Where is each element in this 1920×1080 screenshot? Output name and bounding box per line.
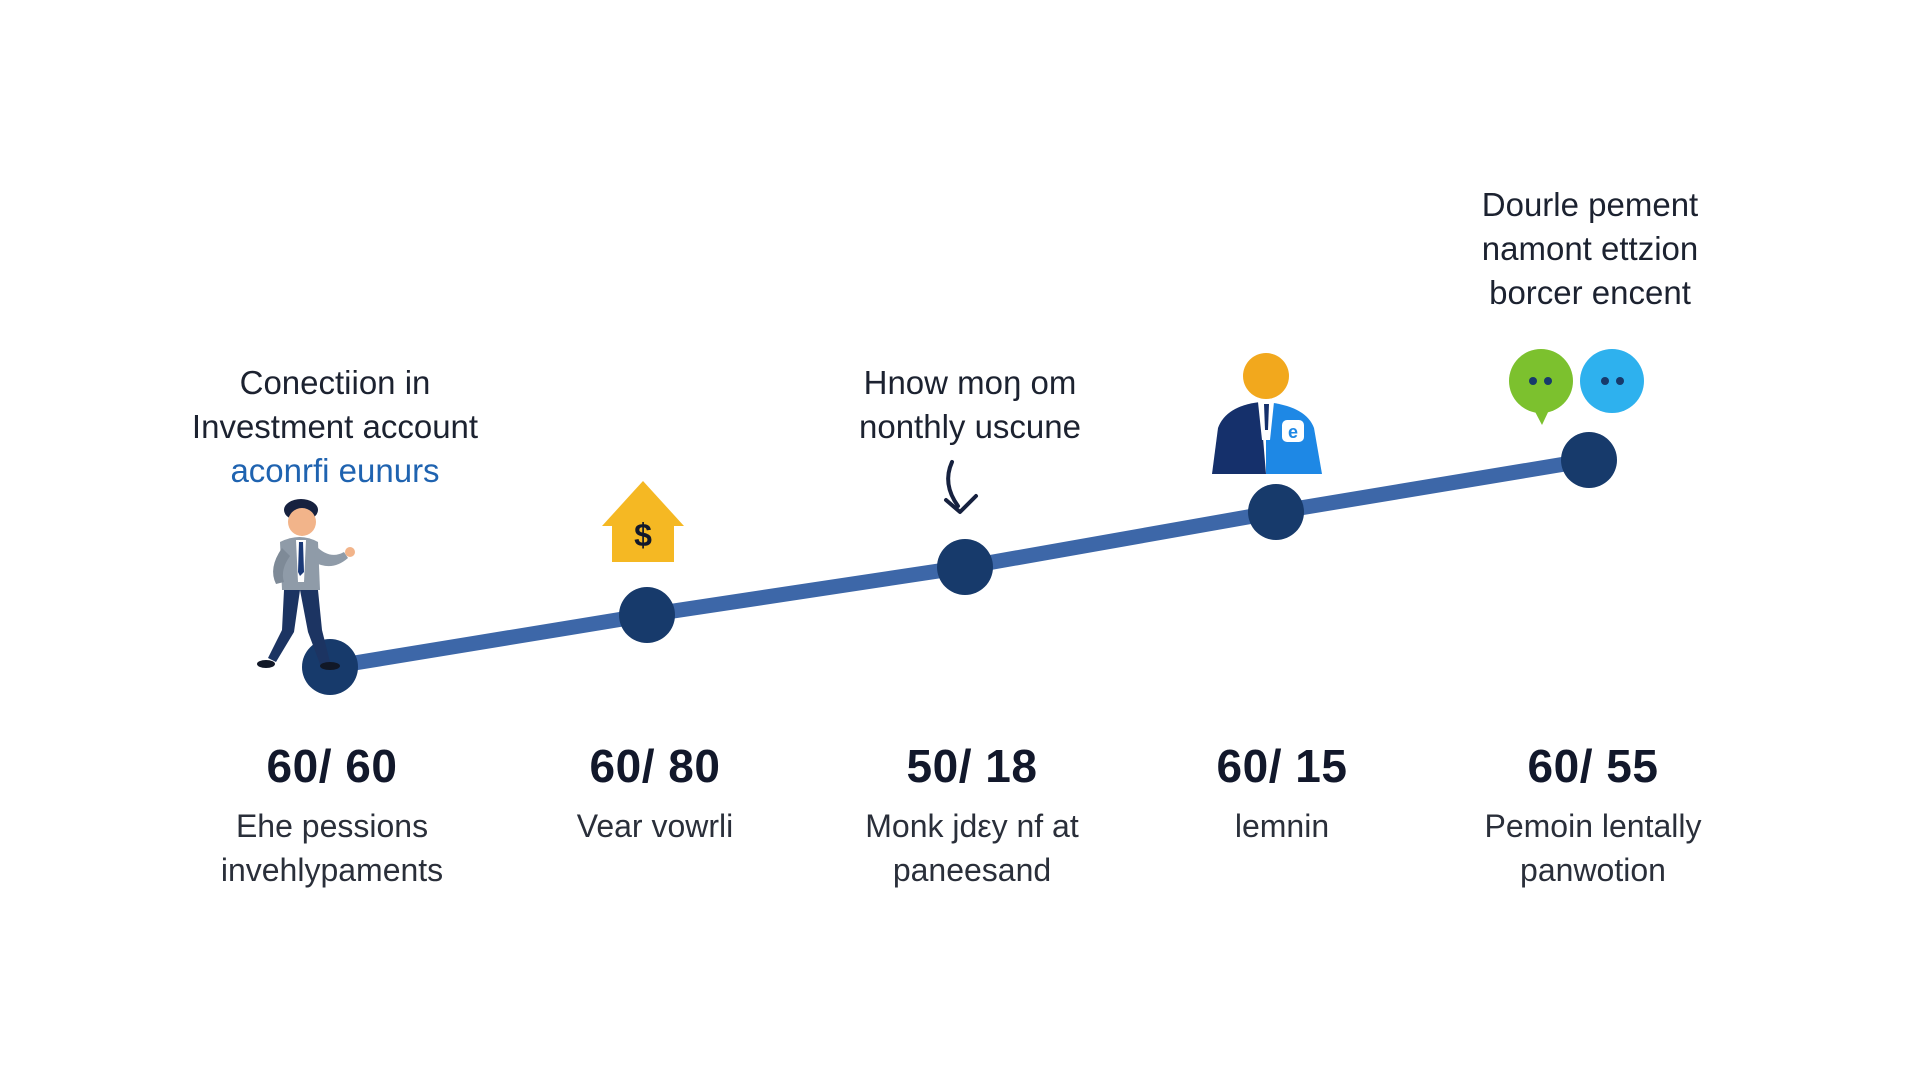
milestone-label-line-2: panwotion xyxy=(1520,852,1666,888)
timeline-node-4 xyxy=(1248,484,1304,540)
caption-1-line-2: Investment account xyxy=(191,408,479,445)
milestone-label-line-2: paneesand xyxy=(892,852,1052,888)
caption-monthly: Hnow moŋ om nonthly uscune xyxy=(800,361,1140,449)
caption-1-line-1: Conectiion in xyxy=(239,364,431,401)
svg-text:$: $ xyxy=(634,517,652,553)
milestone-value: 50/ 18 xyxy=(906,740,1038,792)
caption-5-line-1: Dourle pement xyxy=(1481,186,1699,223)
milestone-1: 60/ 60 Ehe pessions invehlypaments xyxy=(172,738,492,892)
curved-arrow-down-icon xyxy=(944,460,978,514)
milestone-3: 50/ 18 Monk jdεy nf at paneesand xyxy=(812,738,1132,892)
milestone-label-line-1: Ehe pessions xyxy=(235,808,429,844)
walking-businessman-icon xyxy=(257,499,355,670)
milestone-label-line-1: lemnin xyxy=(1234,808,1330,844)
milestone-label-line-2: invehlypaments xyxy=(220,852,444,888)
milestone-value: 60/ 60 xyxy=(266,740,398,792)
milestone-value: 60/ 55 xyxy=(1527,740,1659,792)
milestone-label-line-1: Pemoin lentally xyxy=(1484,808,1702,844)
chat-bubbles-icon xyxy=(1509,349,1644,425)
house-dollar-icon: $ xyxy=(602,481,684,562)
milestone-5: 60/ 55 Pemoin lentally panwotion xyxy=(1433,738,1753,892)
milestone-label-line-1: Monk jdεy nf at xyxy=(865,808,1079,844)
advisor-person-icon: e xyxy=(1212,353,1322,474)
caption-3-line-1: Hnow moŋ om xyxy=(863,364,1077,401)
milestone-2: 60/ 80 Vear vowrli xyxy=(495,738,815,848)
timeline-node-2 xyxy=(619,587,675,643)
caption-5-line-3: borcer encent xyxy=(1489,274,1691,311)
caption-1-line-3: aconrfi eunurs xyxy=(230,452,440,489)
timeline-node-5 xyxy=(1561,432,1617,488)
caption-investment-account: Conectiion in Investment account aconrfi… xyxy=(150,361,520,493)
milestone-label-line-1: Vear vowrli xyxy=(576,808,734,844)
svg-text:e: e xyxy=(1288,422,1298,442)
timeline-node-3 xyxy=(937,539,993,595)
milestone-value: 60/ 15 xyxy=(1216,740,1348,792)
milestone-4: 60/ 15 lemnin xyxy=(1122,738,1442,848)
caption-3-line-2: nonthly uscune xyxy=(859,408,1081,445)
caption-5-line-2: namont ettzion xyxy=(1481,230,1699,267)
milestone-value: 60/ 80 xyxy=(589,740,721,792)
caption-double-payment: Dourle pement namont ettzion borcer ence… xyxy=(1420,183,1760,315)
